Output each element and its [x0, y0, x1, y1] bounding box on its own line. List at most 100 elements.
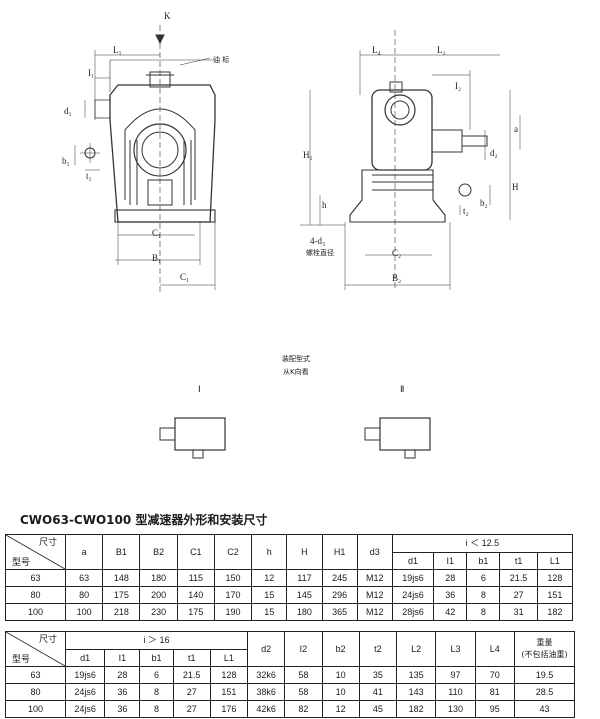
assembly-label-1: Ⅰ [198, 384, 201, 394]
table-cell: 12 [321, 700, 360, 718]
table-cell: 43 [513, 700, 576, 718]
assembly-subtitle: 从K向看 [283, 368, 309, 376]
table-cell: 200 [139, 586, 178, 604]
table-cell: 80 [5, 586, 66, 604]
label-oil-gauge: 油 标 [213, 56, 230, 64]
table-cell: 36 [433, 586, 468, 604]
table-cell: 190 [213, 603, 253, 621]
assembly-type-2 [364, 417, 431, 459]
table-cell: 38k6 [247, 683, 286, 701]
table1-header: H [286, 534, 323, 570]
label-c1-front2: C₁ [180, 272, 190, 282]
table2-corner: 尺寸 型号 [5, 631, 66, 667]
table-cell: 176 [209, 700, 249, 718]
table2-header: d2 [247, 631, 286, 667]
label-bolt-diameter: 螺栓直径 [306, 249, 334, 257]
dimension-table-2: 尺寸 型号 i ＞ 16 d2 I2 b2 t2 L2 L3 L4 重量 (不包… [5, 631, 576, 718]
table-cell: M12 [356, 586, 393, 604]
label-l4: L₄ [372, 45, 381, 55]
label-b1: b₁ [62, 156, 70, 166]
table-cell: 8 [139, 683, 174, 701]
table-cell: 175 [176, 603, 215, 621]
table-cell: 58 [284, 683, 323, 701]
table1-header: B2 [139, 534, 178, 570]
table-cell: 24js6 [64, 700, 106, 718]
table-cell: 19js6 [64, 666, 106, 684]
table-cell: 15 [251, 603, 288, 621]
table-cell: 27 [499, 586, 538, 604]
table-cell: 24js6 [64, 683, 106, 701]
table1-header: C2 [213, 534, 253, 570]
table-cell: 19js6 [391, 569, 435, 587]
table2-group-header: i ＞ 16 [64, 631, 249, 650]
table-cell: 140 [176, 586, 215, 604]
table2-header: t2 [358, 631, 397, 667]
table-cell: 45 [358, 700, 397, 718]
table2-header: L3 [435, 631, 476, 667]
label-l1: L₁ [113, 45, 122, 55]
label-a: a [514, 124, 518, 134]
table1-header: h [251, 534, 288, 570]
table-cell: 24js6 [391, 586, 435, 604]
label-c1: C₁ [152, 228, 162, 238]
table1-subheader: t1 [499, 551, 538, 570]
table-cell: 42k6 [247, 700, 286, 718]
table2-header: b2 [321, 631, 360, 667]
table1-subheader: d1 [391, 551, 435, 570]
table-cell: 100 [5, 603, 66, 621]
table-cell: 365 [321, 603, 358, 621]
table-cell: 6 [139, 666, 174, 684]
table-cell: 100 [5, 700, 66, 718]
table-cell: 151 [209, 683, 249, 701]
dimension-table-1: 尺寸 型号 a B1 B2 C1 C2 h H H1 d3 i ＜ 12.5 d… [5, 534, 574, 621]
table-cell: 6 [466, 569, 501, 587]
table-cell: 117 [286, 569, 323, 587]
label-h1: H₁ [303, 150, 313, 160]
table-cell: 63 [5, 569, 66, 587]
table2-subheader: t1 [172, 648, 211, 667]
table-cell: 115 [176, 569, 215, 587]
label-i1: I₁ [88, 68, 95, 78]
table1-subheader: I1 [433, 551, 468, 570]
table-cell: 28 [433, 569, 468, 587]
table-cell: 128 [536, 569, 574, 587]
table-cell: 41 [358, 683, 397, 701]
table-cell: 218 [102, 603, 141, 621]
table-cell: 128 [209, 666, 249, 684]
table-cell: 15 [251, 586, 288, 604]
table-cell: 36 [104, 700, 141, 718]
table-cell: 10 [321, 666, 360, 684]
table-cell: 150 [213, 569, 253, 587]
table-cell: 182 [536, 603, 574, 621]
table-cell: 42 [433, 603, 468, 621]
table-cell: 70 [474, 666, 515, 684]
label-t2: t₂ [463, 206, 469, 216]
label-c2: C₂ [392, 248, 402, 258]
table-cell: 27 [172, 683, 211, 701]
table1-header: C1 [176, 534, 215, 570]
table1-corner: 尺寸 型号 [5, 534, 66, 570]
table2-subheader: L1 [209, 648, 249, 667]
label-h: H [512, 182, 519, 192]
table-cell: 21.5 [172, 666, 211, 684]
table-cell: 148 [102, 569, 141, 587]
label-d3: 4-d₃ [310, 236, 326, 246]
table-cell: 110 [435, 683, 476, 701]
table-cell: 63 [5, 666, 66, 684]
label-d1: d₁ [64, 106, 72, 116]
table2-subheader: I1 [104, 648, 141, 667]
table-cell: 36 [104, 683, 141, 701]
table-cell: 180 [139, 569, 178, 587]
table1-header: d3 [356, 534, 393, 570]
table-cell: 170 [213, 586, 253, 604]
table-cell: 175 [102, 586, 141, 604]
reducer-drawing [74, 25, 521, 459]
table-cell: 28 [104, 666, 141, 684]
table-cell: 8 [466, 586, 501, 604]
assembly-title: 装配型式 [282, 355, 310, 363]
table-cell: 151 [536, 586, 574, 604]
table2-header: L4 [474, 631, 515, 667]
